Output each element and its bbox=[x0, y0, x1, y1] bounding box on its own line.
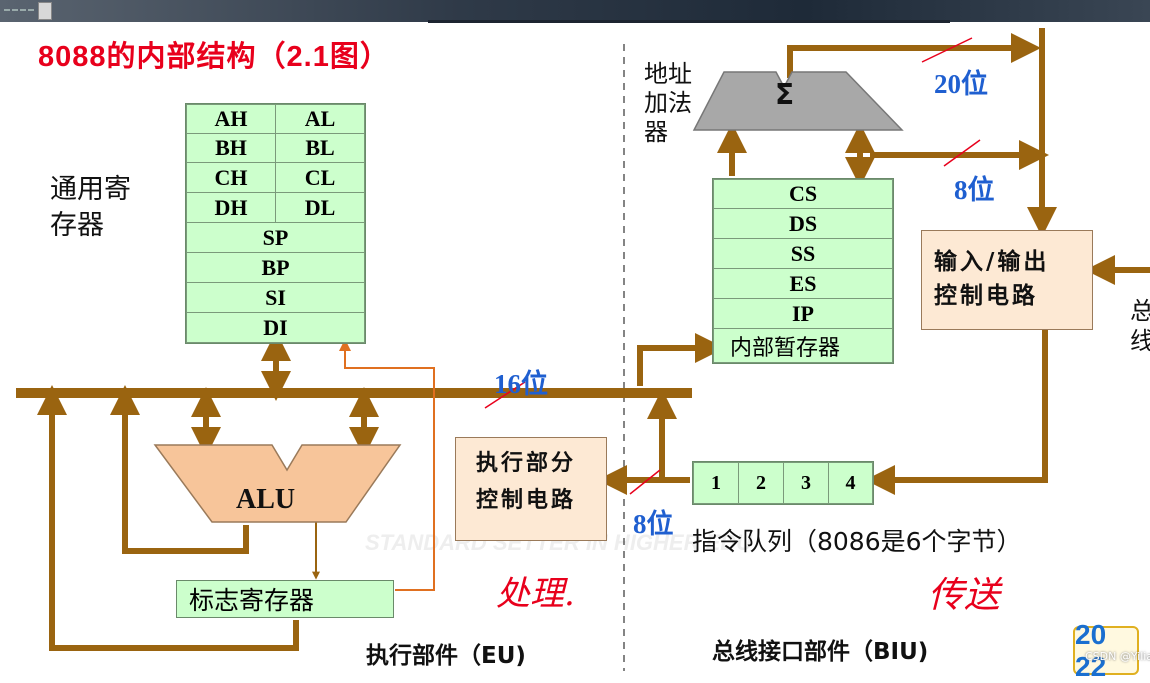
handwritten-right: 传送 bbox=[928, 575, 1001, 616]
flags-register-label: 标志寄存器 bbox=[189, 586, 315, 615]
biu-label: 总线接口部件（BIU) bbox=[712, 639, 929, 665]
queue-cell-2: 2 bbox=[738, 462, 784, 504]
register-ds: DS bbox=[713, 208, 893, 239]
register-dl: DL bbox=[275, 192, 365, 223]
slash-16bit bbox=[484, 381, 526, 409]
queue-cell-3: 3 bbox=[783, 462, 829, 504]
register-bp: BP bbox=[186, 252, 365, 283]
eu-control-line2: 控制电路 bbox=[476, 488, 577, 513]
io-control-label: 输入/输出控制电路 bbox=[934, 249, 1050, 309]
queue-cell-4: 4 bbox=[828, 462, 873, 504]
io-to-queue bbox=[865, 330, 1048, 495]
register-ch: CH bbox=[186, 162, 276, 193]
top-icon bbox=[38, 2, 52, 20]
queue-caption: 指令队列（8086是6个字节） bbox=[692, 527, 1022, 556]
width-20bit-label: 20位 bbox=[934, 69, 988, 99]
top-strip bbox=[428, 20, 950, 23]
register-si: SI bbox=[186, 282, 365, 313]
segment-register-file: CS DS SS ES IP 内部暂存器 bbox=[712, 178, 894, 364]
handwritten-left: 处理. bbox=[496, 574, 575, 614]
alu-label: ALU bbox=[236, 484, 296, 515]
bus-to-temp bbox=[637, 333, 725, 386]
flags-loop bbox=[37, 385, 299, 651]
width-16bit-label: 16位 bbox=[494, 369, 548, 399]
alu-loop bbox=[110, 385, 249, 554]
general-registers-label: 通用寄存器 bbox=[50, 174, 131, 241]
csdn-watermark: CSDN @Yilia bbox=[1085, 650, 1150, 663]
slash-8bit-bottom bbox=[629, 469, 661, 495]
slash-20bit bbox=[921, 37, 973, 63]
register-ip: IP bbox=[713, 298, 893, 329]
width-8bit-top-label: 8位 bbox=[954, 175, 995, 205]
page-title: 8088的内部结构（2.1图） bbox=[38, 41, 390, 73]
register-ah: AH bbox=[186, 104, 276, 134]
eu-control-line1: 执行部分 bbox=[476, 451, 577, 476]
adder-symbol: Σ bbox=[775, 78, 795, 111]
instruction-queue: 1 2 3 4 bbox=[692, 461, 874, 505]
internal-bus bbox=[16, 388, 692, 398]
external-bus-label: 总线 bbox=[1130, 297, 1150, 355]
register-cs: CS bbox=[713, 179, 893, 209]
adder-to-20bit bbox=[787, 33, 1041, 78]
window-top-bar bbox=[0, 0, 1150, 23]
register-bh: BH bbox=[186, 133, 276, 163]
top-dash bbox=[4, 9, 34, 11]
register-sp: SP bbox=[186, 222, 365, 253]
register-dh: DH bbox=[186, 192, 276, 223]
register-bl: BL bbox=[275, 133, 365, 163]
io-control-circuit: 输入/输出控制电路 bbox=[921, 230, 1093, 330]
register-di: DI bbox=[186, 312, 365, 343]
register-ss: SS bbox=[713, 238, 893, 269]
address-adder-label: 地址加法器 bbox=[644, 60, 692, 146]
slash-8bit-top bbox=[943, 139, 981, 167]
flags-to-regs-control bbox=[339, 339, 435, 591]
eu-control-circuit: 执行部分 控制电路 bbox=[455, 437, 607, 541]
width-8bit-bottom-label: 8位 bbox=[633, 509, 674, 539]
eu-label: 执行部件（EU) bbox=[366, 643, 526, 669]
flags-register: 标志寄存器 bbox=[176, 580, 394, 618]
register-cl: CL bbox=[275, 162, 365, 193]
adder-shape bbox=[692, 71, 904, 131]
queue-cell-1: 1 bbox=[693, 462, 739, 504]
register-es: ES bbox=[713, 268, 893, 299]
general-register-file: AH AL BH BL CH CL DH DL SP BP SI DI bbox=[185, 103, 366, 344]
alu-shape bbox=[153, 444, 402, 523]
temp-register: 内部暂存器 bbox=[713, 328, 893, 363]
register-al: AL bbox=[275, 104, 365, 134]
